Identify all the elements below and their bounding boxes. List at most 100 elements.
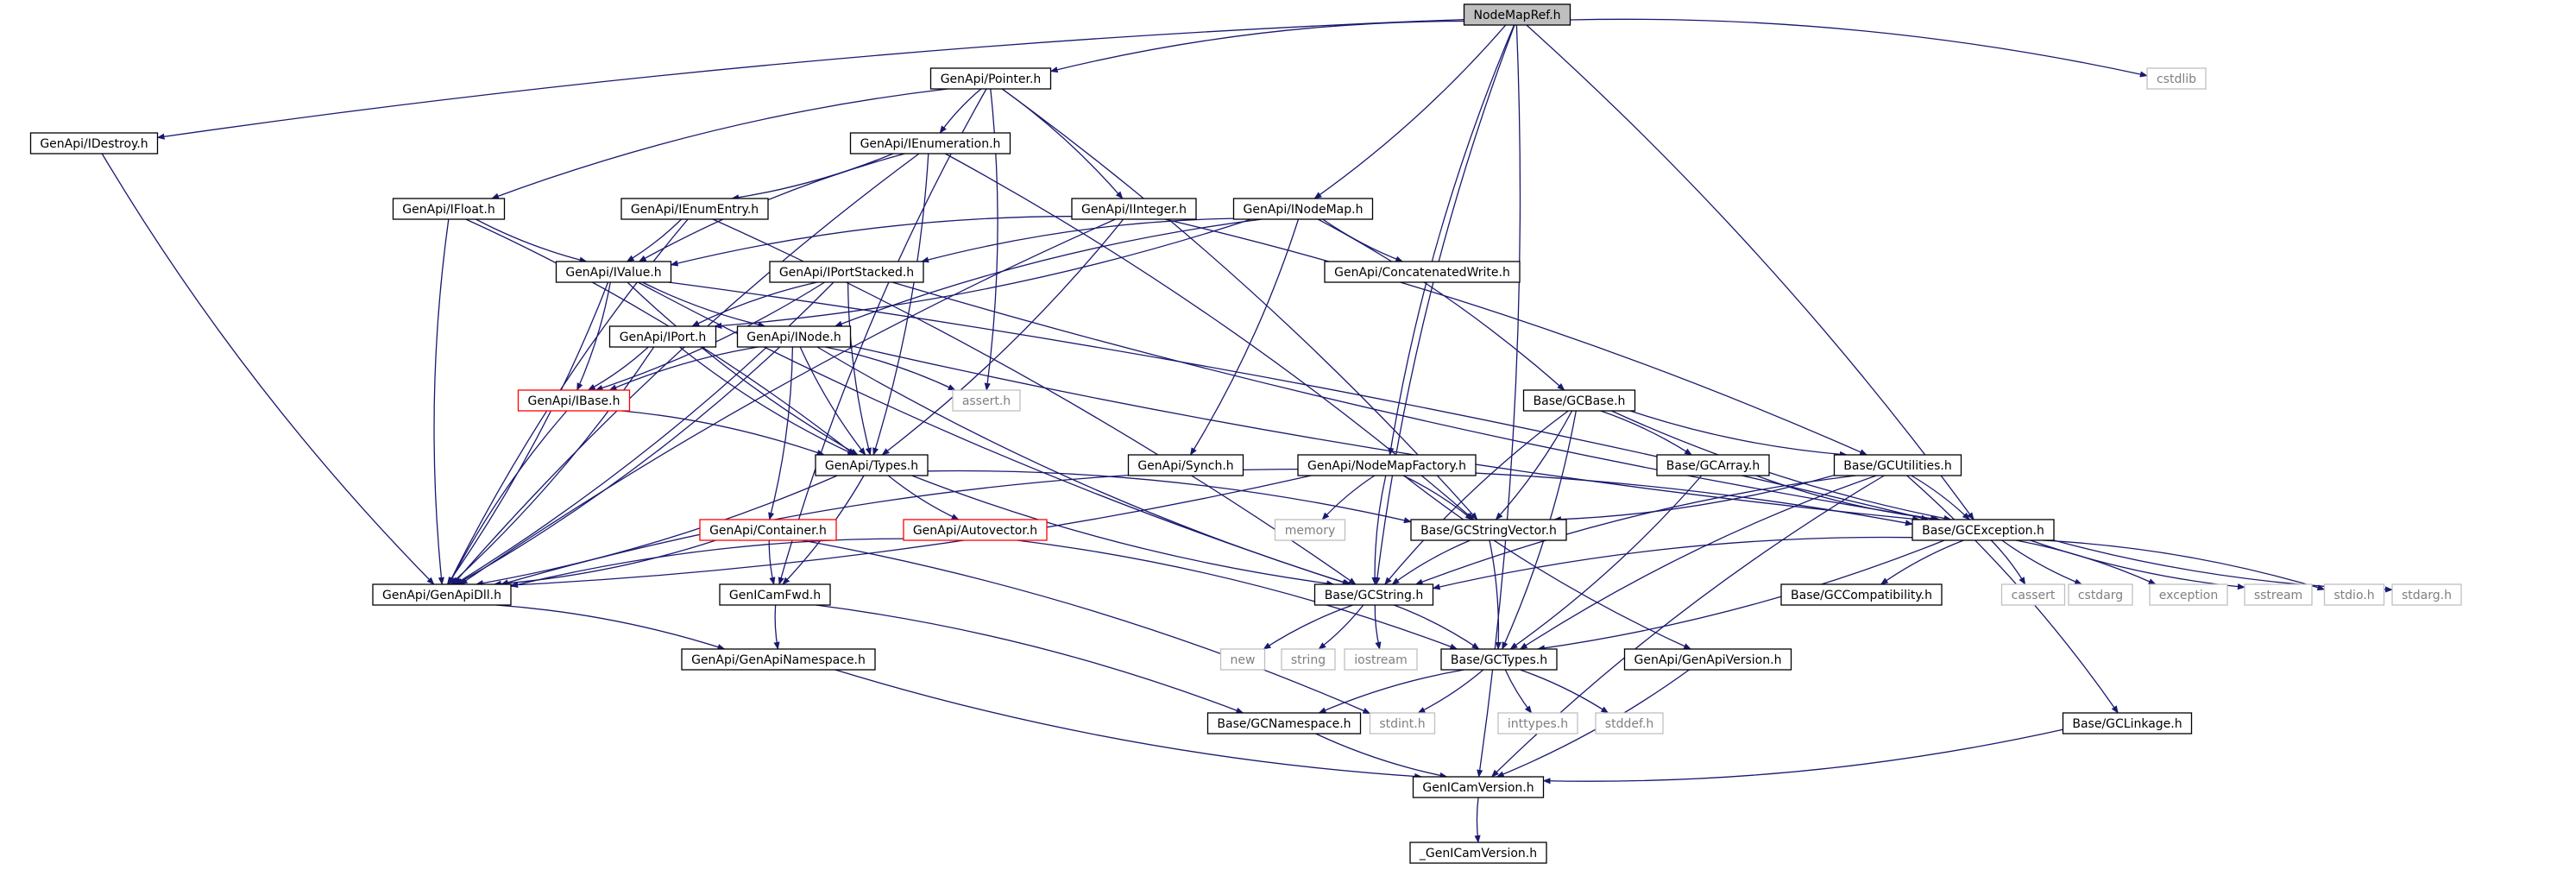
graph-node-box <box>736 325 852 348</box>
graph-node-gcutil[interactable]: Base/GCUtilities.h <box>1833 454 1962 476</box>
graph-node-label: GenApi/IPort.h <box>620 331 707 344</box>
graph-node-box <box>699 519 837 541</box>
graph-node-idestroy[interactable]: GenApi/IDestroy.h <box>29 132 159 154</box>
graph-node-inttypes[interactable]: inttypes.h <box>1497 712 1578 734</box>
graph-node-box <box>929 67 1052 90</box>
graph-node-gcbase[interactable]: Base/GCBase.h <box>1522 389 1636 412</box>
graph-node-stddef[interactable]: stddef.h <box>1595 712 1664 734</box>
graph-node-label: GenApi/IPortStacked.h <box>779 266 914 280</box>
graph-node-gccompat[interactable]: Base/GCCompatibility.h <box>1780 583 1943 606</box>
graph-node-gcver[interactable]: GenICamVersion.h <box>1412 776 1545 798</box>
graph-node-pointer[interactable]: GenApi/Pointer.h <box>929 67 1052 90</box>
graph-edge-ifloat-to-genapidll <box>433 218 450 585</box>
graph-node-genapins[interactable]: GenApi/GenApiNamespace.h <box>681 648 876 671</box>
graph-node-box <box>1623 648 1792 671</box>
graph-node-ienum[interactable]: GenApi/IEnumeration.h <box>849 132 1011 154</box>
graph-node-box <box>903 519 1048 541</box>
graph-edge-inodemap-to-synch <box>1189 218 1300 456</box>
graph-node-ivalue[interactable]: GenApi/IValue.h <box>555 261 672 283</box>
graph-node-iportstacked[interactable]: GenApi/IPortStacked.h <box>769 261 924 283</box>
graph-node-box <box>1219 648 1266 671</box>
graph-node-ienumentry[interactable]: GenApi/IEnumEntry.h <box>620 198 769 220</box>
graph-node-stdio[interactable]: stdio.h <box>2323 583 2385 606</box>
graph-edge-inode-to-container <box>768 346 794 520</box>
graph-node-label: memory <box>1285 524 1336 538</box>
graph-node-label: GenApi/GenApiVersion.h <box>1634 653 1782 667</box>
graph-node-label: Base/GCString.h <box>1325 589 1424 602</box>
graph-node-label: iostream <box>1354 653 1408 667</box>
graph-node-stdint[interactable]: stdint.h <box>1369 712 1436 734</box>
graph-node-gclinkage[interactable]: Base/GCLinkage.h <box>2062 712 2193 734</box>
graph-node-genapidll[interactable]: GenApi/GenApiDll.h <box>372 583 512 606</box>
graph-node-iinteger[interactable]: GenApi/IInteger.h <box>1071 198 1197 220</box>
graph-node-nodemapfactory[interactable]: GenApi/NodeMapFactory.h <box>1297 454 1477 476</box>
graph-edge-nodemapfactory-to-memory <box>1321 475 1376 520</box>
graph-node-box <box>1440 648 1558 671</box>
graph-node-synch[interactable]: GenApi/Synch.h <box>1127 454 1244 476</box>
graph-node-gcstrvec[interactable]: Base/GCStringVector.h <box>1410 519 1567 541</box>
graph-node-label: GenApi/IBase.h <box>528 394 620 408</box>
graph-node-inodemap[interactable]: GenApi/INodeMap.h <box>1232 198 1374 220</box>
graph-node-label: GenApi/IValue.h <box>565 266 661 280</box>
graph-node-label: stdint.h <box>1379 717 1425 731</box>
graph-edge-nodemapfactory-to-genapidll <box>510 475 1312 589</box>
graph-node-concat[interactable]: GenApi/ConcatenatedWrite.h <box>1324 261 1521 283</box>
graph-node-box <box>1127 454 1244 476</box>
graph-node-box <box>1412 776 1545 798</box>
graph-node-cstdarg[interactable]: cstdarg <box>2068 583 2133 606</box>
graph-node-new[interactable]: new <box>1219 648 1266 671</box>
graph-node-box <box>1313 583 1434 606</box>
graph-node-cassert[interactable]: cassert <box>2000 583 2066 606</box>
graph-node-genapiver[interactable]: GenApi/GenApiVersion.h <box>1623 648 1792 671</box>
graph-edge-gcns-to-gcver <box>1315 733 1448 779</box>
graph-edge-pointer-to-iinteger <box>1001 88 1124 199</box>
graph-edge-ifloat-to-types <box>465 218 855 456</box>
graph-node-label: GenApi/INodeMap.h <box>1244 203 1364 217</box>
graph-node-box <box>1409 842 1547 864</box>
graph-node-iport[interactable]: GenApi/IPort.h <box>608 325 717 348</box>
graph-node-container[interactable]: GenApi/Container.h <box>699 519 837 541</box>
graph-node-stdarg[interactable]: stdarg.h <box>2391 583 2462 606</box>
graph-node-sstream[interactable]: sstream <box>2244 583 2313 606</box>
graph-node-iostream[interactable]: iostream <box>1344 648 1418 671</box>
graph-node-box <box>2146 67 2207 90</box>
graph-node-box <box>1595 712 1664 734</box>
graph-node-string[interactable]: string <box>1281 648 1336 671</box>
graph-edge-ienum-to-ivalue <box>638 153 905 262</box>
graph-node-ifloat[interactable]: GenApi/IFloat.h <box>392 198 506 220</box>
graph-node-gcns[interactable]: Base/GCNamespace.h <box>1206 712 1362 734</box>
graph-node-label: GenApi/Pointer.h <box>941 72 1042 86</box>
graph-node-label: NodeMapRef.h <box>1473 9 1560 22</box>
graph-node-label: GenApi/Types.h <box>825 459 918 473</box>
graph-node-inode[interactable]: GenApi/INode.h <box>736 325 852 348</box>
graph-node-box <box>620 198 769 220</box>
graph-node-cstdlib[interactable]: cstdlib <box>2146 67 2207 90</box>
graph-node-gcexc[interactable]: Base/GCException.h <box>1912 519 2055 541</box>
graph-node-exception[interactable]: exception <box>2149 583 2228 606</box>
graph-node-gcamfwd[interactable]: GenICamFwd.h <box>719 583 831 606</box>
graph-edge-inodemap-to-iport <box>714 218 1252 329</box>
graph-node-types[interactable]: GenApi/Types.h <box>815 454 929 476</box>
graph-node-box <box>1833 454 1962 476</box>
graph-node-root[interactable]: NodeMapRef.h <box>1463 3 1571 26</box>
graph-edge-inode-to-ibase <box>608 346 759 391</box>
graph-node-u-gcver[interactable]: _GenICamVersion.h <box>1409 842 1547 864</box>
graph-edge-gcstring-to-new <box>1263 604 1353 650</box>
graph-node-autovector[interactable]: GenApi/Autovector.h <box>903 519 1048 541</box>
graph-node-box <box>1497 712 1578 734</box>
graph-node-gctypes[interactable]: Base/GCTypes.h <box>1440 648 1558 671</box>
graph-node-gcstring[interactable]: Base/GCString.h <box>1313 583 1434 606</box>
graph-node-box <box>1912 519 2055 541</box>
graph-node-box <box>1369 712 1436 734</box>
graph-node-label: Base/GCNamespace.h <box>1217 717 1351 731</box>
graph-node-ibase[interactable]: GenApi/IBase.h <box>517 389 631 412</box>
graph-node-assert[interactable]: assert.h <box>952 389 1021 412</box>
graph-node-memory[interactable]: memory <box>1274 519 1346 541</box>
graph-edge-gcbase-to-gcstring <box>1384 410 1569 585</box>
graph-edge-gcexc-to-gcstring <box>1432 536 1913 590</box>
graph-edge-gcstrvec-to-gcstring <box>1391 539 1471 585</box>
graph-node-label: Base/GCBase.h <box>1534 394 1626 408</box>
graph-edge-ienum-to-ienumentry <box>731 153 894 201</box>
graph-edge-ivalue-to-types <box>627 281 859 456</box>
graph-node-gcarray[interactable]: Base/GCArray.h <box>1656 454 1770 476</box>
